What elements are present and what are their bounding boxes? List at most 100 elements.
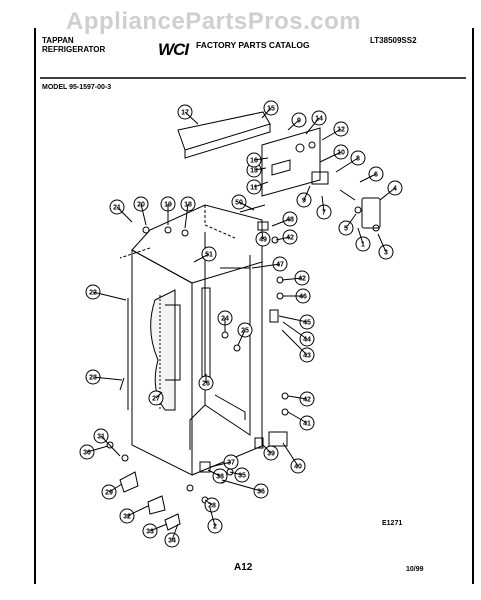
- callout-17-label: 17: [181, 110, 189, 117]
- callout-46-label: 46: [299, 294, 307, 301]
- callout-49-leader: [261, 231, 264, 240]
- hinge-bracket: [119, 471, 139, 493]
- callout-36-leader: [221, 479, 262, 492]
- callout-47-label: 47: [276, 262, 284, 269]
- liner-floor: [214, 394, 246, 420]
- callout-37-label: 37: [227, 460, 235, 467]
- page-number: A12: [234, 562, 253, 573]
- callout-8-leader: [335, 157, 359, 173]
- socket-lead: [339, 189, 356, 201]
- callout-18-leader: [184, 203, 189, 229]
- callout-41-leader: [287, 411, 308, 424]
- callout-7-leader: [321, 195, 325, 213]
- watermark: AppliancePartsPros.com: [66, 8, 362, 35]
- shelf-rail: [201, 287, 211, 385]
- callout-30-label: 30: [83, 450, 91, 457]
- screw-m: [221, 331, 229, 339]
- callout-2-label: 2: [213, 524, 217, 531]
- callout-23-label: 23: [89, 375, 97, 382]
- callout-16-leader: [253, 157, 269, 161]
- heater-tube: [165, 304, 181, 381]
- model-number: MODEL 95-1597-00-3: [42, 84, 112, 91]
- callout-37-leader: [209, 461, 232, 468]
- liner-left-wall: [204, 232, 251, 436]
- callout-42b-leader: [281, 277, 303, 281]
- callout-6-label: 6: [374, 172, 378, 179]
- callout-29-label: 29: [105, 490, 113, 497]
- roller-bracket: [268, 431, 288, 447]
- control-knob-hub: [295, 143, 305, 153]
- callout-11-label: 11: [250, 185, 258, 192]
- screw-n: [233, 344, 241, 352]
- callout-26-label: 26: [202, 381, 210, 388]
- control-panel: [261, 127, 321, 197]
- roller-wheel: [254, 437, 264, 449]
- callout-27-leader: [155, 391, 163, 399]
- callout-4-label: 4: [393, 186, 397, 193]
- callout-1-label: 1: [361, 242, 365, 249]
- hinge-top-line: [239, 204, 266, 213]
- callout-38-leader: [207, 469, 221, 477]
- page-frame: [34, 28, 474, 584]
- callout-51-leader: [193, 253, 210, 263]
- drain-tube-end: [119, 377, 125, 391]
- screw-j: [142, 226, 150, 234]
- callout-43-leader: [281, 329, 308, 356]
- callout-3-label: 3: [384, 250, 388, 257]
- callout-10-leader: [319, 151, 342, 163]
- callout-12-label: 12: [337, 127, 345, 134]
- callout-21-leader: [116, 206, 133, 223]
- catalog-number: LT38509SS2: [370, 36, 417, 45]
- callout-40-leader: [282, 442, 299, 467]
- cabinet-top-front-edge: [131, 249, 193, 284]
- callout-49-label: 49: [259, 237, 267, 244]
- catalog-date: 10/99: [406, 566, 424, 573]
- callout-39-leader: [261, 443, 272, 454]
- screw-d: [281, 408, 289, 416]
- callout-13-label: 13: [250, 168, 258, 175]
- callout-21-label: 21: [113, 205, 121, 212]
- callout-4-leader: [379, 187, 396, 201]
- callout-12-leader: [321, 128, 342, 141]
- callout-5-label: 5: [344, 226, 348, 233]
- product-label: REFRIGERATOR: [42, 45, 106, 54]
- callout-28-label: 28: [208, 503, 216, 510]
- callout-30-leader: [86, 445, 109, 453]
- callout-32-leader: [126, 505, 149, 517]
- callout-45-label: 45: [303, 320, 311, 327]
- callout-35-leader: [229, 471, 243, 476]
- hinge-pin-plate: [164, 513, 181, 531]
- callout-1-leader: [357, 227, 364, 245]
- callout-23: 23: [85, 369, 101, 385]
- callout-31-label: 31: [97, 434, 105, 441]
- callout-41-label: 41: [303, 421, 311, 428]
- screw-c: [281, 392, 289, 400]
- callout-44-leader: [282, 321, 308, 340]
- thermostat-body: [311, 171, 329, 185]
- switch-button: [372, 224, 380, 232]
- hinge-part: [257, 221, 269, 231]
- callout-14-leader: [305, 117, 320, 135]
- callout-50-leader: [238, 201, 255, 211]
- callout-32-label: 32: [123, 514, 131, 521]
- screw-a: [186, 484, 194, 492]
- callout-23-leader: [92, 376, 123, 381]
- callout-51-label: 51: [205, 252, 213, 259]
- callout-13-leader: [253, 167, 267, 171]
- callout-22-leader: [92, 291, 127, 301]
- callout-8-label: 8: [356, 156, 360, 163]
- callout-28-leader: [204, 499, 213, 506]
- callout-48-leader: [271, 218, 291, 227]
- callout-16-label: 16: [250, 158, 258, 165]
- callout-27-label: 27: [152, 396, 160, 403]
- callout-42a-leader: [275, 236, 291, 241]
- light-bulb: [354, 206, 362, 214]
- figure-code: E1271: [382, 520, 403, 527]
- callout-6-leader: [359, 173, 377, 183]
- light-socket-housing: [361, 197, 381, 229]
- callout-2-leader: [209, 507, 216, 527]
- callout-11-leader: [253, 181, 269, 188]
- wci-logo: WCI: [158, 40, 189, 59]
- callout-34-label: 34: [168, 538, 176, 545]
